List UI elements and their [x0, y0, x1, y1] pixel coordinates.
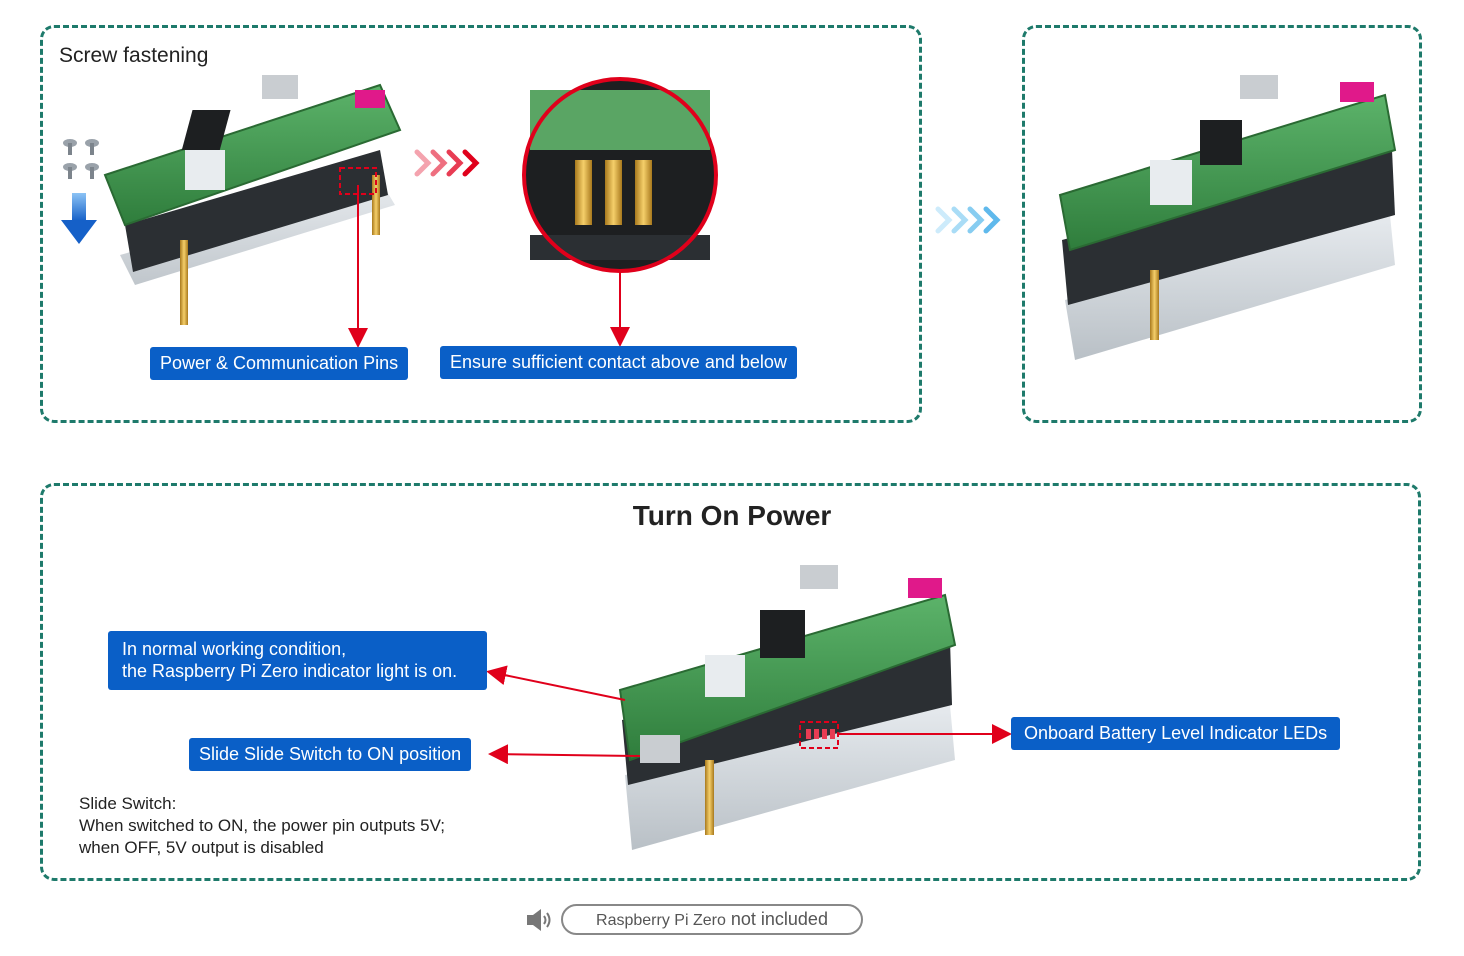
note-line1: Slide Switch:: [79, 794, 177, 813]
screw-fastening-panel: [40, 25, 922, 423]
badge-product: Raspberry Pi Zero: [596, 912, 726, 929]
turn-on-power-panel: [40, 483, 1421, 881]
callout-slide-switch: Slide Slide Switch to ON position: [189, 738, 472, 771]
speaker-icon: [527, 909, 551, 931]
down-arrow-icon: [61, 193, 97, 244]
callout-normal-line2: the Raspberry Pi Zero indicator light is…: [122, 661, 458, 681]
note-line2: When switched to ON, the power pin outpu…: [79, 816, 446, 835]
chevron-arrows-blue-icon: [935, 206, 1001, 234]
device-stack-power: [618, 565, 957, 850]
device-stack-assembled: [1058, 75, 1397, 360]
badge-status: not included: [730, 909, 828, 929]
chevron-arrows-red-icon: [414, 149, 480, 177]
callout-battery-leds: Onboard Battery Level Indicator LEDs: [1011, 717, 1341, 750]
note-line3: when OFF, 5V output is disabled: [79, 838, 324, 857]
not-included-badge: Raspberry Pi Zero not included: [561, 904, 863, 935]
device-stack-exploded: [103, 75, 402, 325]
turn-on-power-title: Turn On Power: [632, 500, 832, 531]
callout-ensure-contact: Ensure sufficient contact above and belo…: [440, 346, 797, 379]
callout-normal-condition: In normal working condition, the Raspber…: [108, 631, 487, 690]
callout-power-communication-pins: Power & Communication Pins: [150, 347, 409, 380]
screw-fastening-title: Screw fastening: [59, 44, 209, 67]
assembled-panel: [1022, 25, 1422, 423]
callout-normal-line1: In normal working condition,: [122, 639, 347, 659]
pin-zoom-detail: [522, 77, 718, 273]
screw-icon: [63, 139, 99, 179]
slide-switch-note: Slide Switch: When switched to ON, the p…: [79, 793, 445, 859]
